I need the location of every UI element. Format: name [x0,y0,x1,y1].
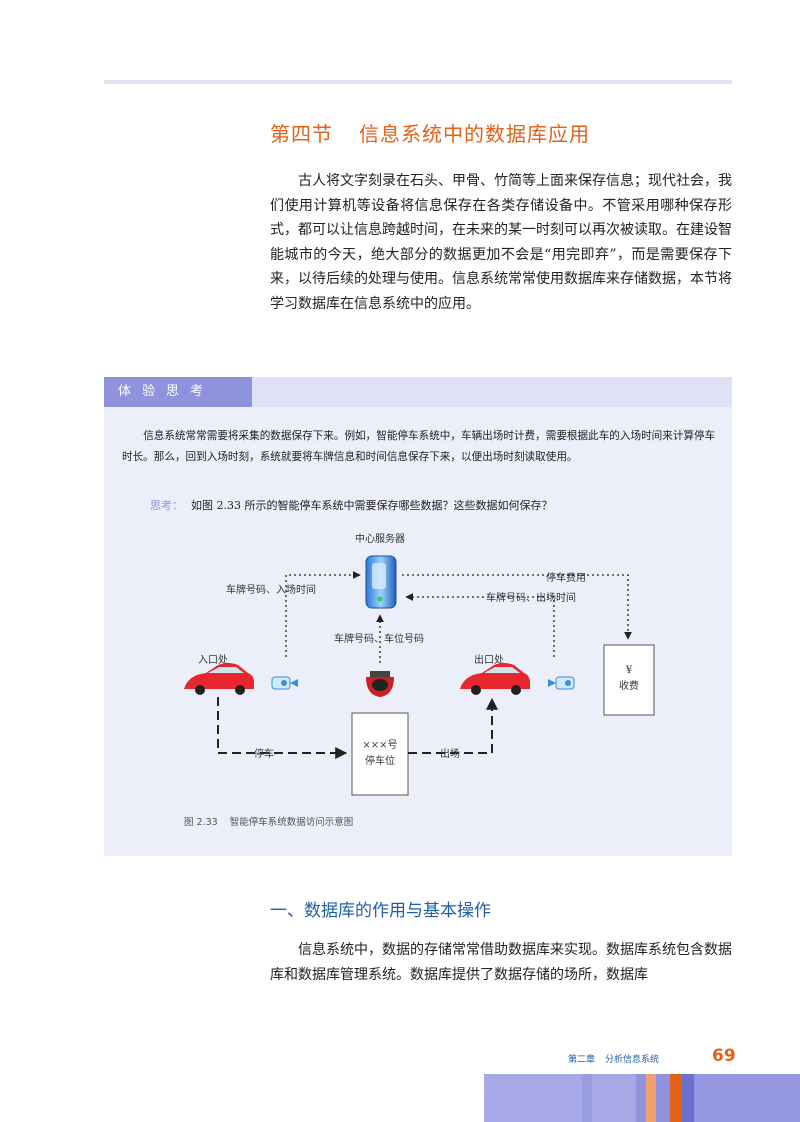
server-label: 中心服务器 [355,532,405,545]
label-fee: 停车费用 [546,571,586,584]
corner-stripes [484,1074,800,1122]
intro-paragraph: 古人将文字刻录在石头、甲骨、竹简等上面来保存信息；现代社会，我们使用计算机等设备… [270,173,732,312]
server-to-fee-arrow [402,574,632,640]
exit-camera-icon [548,676,575,690]
section-title: 第四节 信息系统中的数据库应用 [270,118,590,147]
footer-chapter-title: 分析信息系统 [605,1055,660,1065]
label-out-data: 车牌号码、出场时间 [486,591,576,604]
think-label: 思考： [150,499,183,512]
box-text: 信息系统常常需要将采集的数据保存下来。例如，智能停车系统中，车辆出场时计费，需要… [122,430,716,463]
think-text: 如图 2.33 所示的智能停车系统中需要保存哪些数据？这些数据如何保存？ [191,499,553,512]
parking-diagram: 中心服务器 车牌号码、入场时间 停车费用 车牌号码、出场时间 车牌号码、车位号码… [184,532,655,796]
server-icon [365,555,397,609]
slot-line2: 停车位 [365,754,395,767]
entrance-car-icon [184,663,254,695]
leave-label: 出场 [440,747,460,760]
label-slot-data: 车牌号码、车位号码 [334,632,424,645]
slot-line1: ×××号 [362,739,397,751]
entrance-to-server-arrow [285,571,361,657]
slot-camera-icon [366,671,394,697]
footer-chapter-number: 第二章 [568,1055,596,1065]
subsection-title: 一、数据库的作用与基本操作 [270,901,491,921]
label-in: 车牌号码、入场时间 [226,583,316,596]
exit-label: 出口处 [474,653,504,666]
fee-symbol: ¥ [625,665,633,676]
park-path-arrow [217,697,348,759]
leave-path-arrow [408,697,498,754]
top-rule [104,80,732,84]
exit-car-icon [460,663,530,695]
footer-chapter: 第二章分析信息系统 [568,1052,669,1065]
parking-slot-box [351,712,409,796]
body-paragraph: 信息系统中，数据的存储常常借助数据库来实现。数据库系统包含数据库和数据库管理系统… [270,942,732,983]
figure-caption: 图 2.33 智能停车系统数据访问示意图 [184,814,353,828]
section-title-text: 信息系统中的数据库应用 [359,122,590,146]
section-number: 第四节 [270,122,333,146]
box-tab: 体验思考 [104,377,252,407]
entrance-label: 入口处 [198,654,228,666]
figure-number: 图 2.33 [184,817,218,828]
figure-caption-text: 智能停车系统数据访问示意图 [229,817,354,828]
entrance-camera-icon [271,676,298,690]
fee-box [603,644,655,716]
fee-label: 收费 [619,679,639,692]
think-question: 思考： 如图 2.33 所示的智能停车系统中需要保存哪些数据？这些数据如何保存？ [150,497,552,513]
page-number: 69 [712,1046,736,1066]
park-label: 停车 [254,747,274,760]
exit-to-server-arrow [405,593,555,657]
experience-box: 体验思考 信息系统常常需要将采集的数据保存下来。例如，智能停车系统中，车辆出场时… [104,377,732,856]
